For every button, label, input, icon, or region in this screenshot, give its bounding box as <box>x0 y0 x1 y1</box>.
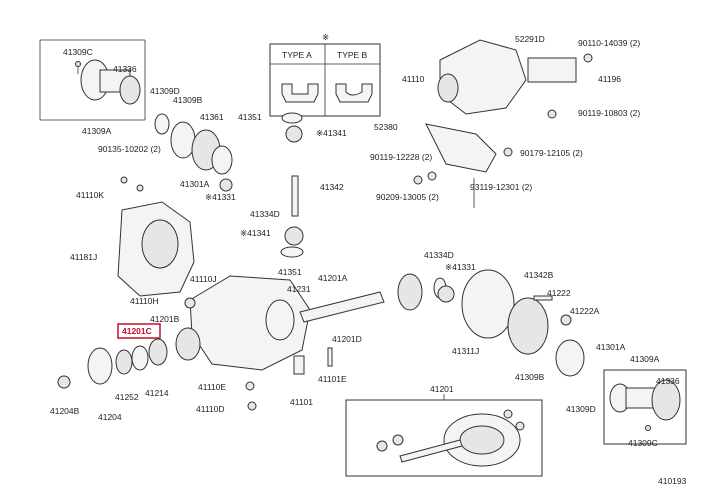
label-41342: 41342 <box>320 182 344 192</box>
label-41110j: 41110J <box>190 274 217 284</box>
label-41204: 41204 <box>98 412 122 422</box>
label-41342b: 41342B <box>524 270 554 280</box>
differential-carrier-cover <box>117 201 195 297</box>
type-b-label: TYPE B <box>337 50 368 60</box>
label-41204b: 41204B <box>50 406 80 416</box>
differential-case-right <box>437 269 585 377</box>
label-41201a: 41201A <box>318 273 348 283</box>
label-41361: 41361 <box>200 112 224 122</box>
label-41309c-top: 41309C <box>63 47 93 57</box>
label-41336-top: 41336 <box>113 64 137 74</box>
label-41201: 41201 <box>430 384 454 394</box>
label-41110h: 41110H <box>130 296 159 306</box>
label-41331-r: ※41331 <box>445 262 476 272</box>
axle-flange-bottom-right <box>603 369 687 445</box>
figure-number: 410193 <box>658 476 687 486</box>
label-41196: 41196 <box>598 74 621 84</box>
label-41309b-r: 41309B <box>515 372 545 382</box>
label-41110: 41110 <box>402 74 425 84</box>
label-41336-r: 41336 <box>656 376 680 386</box>
label-41311j: 41311J <box>452 346 479 356</box>
label-41309d-r: 41309D <box>566 404 596 414</box>
label-41341-mid: ※41341 <box>240 228 271 238</box>
label-41222a: 41222A <box>570 306 600 316</box>
label-41110e: 41110E <box>198 382 226 392</box>
label-41309d-top: 41309D <box>150 86 180 96</box>
label-41309a-top: 41309A <box>82 126 112 136</box>
label-41301a-top: 41301A <box>180 179 210 189</box>
side-bearing-stack-top <box>154 113 233 192</box>
label-41341-top: ※41341 <box>316 128 347 138</box>
label-90209: 90209-13005 (2) <box>376 192 439 202</box>
label-41334d-r: 41334D <box>424 250 454 260</box>
label-41181j: 41181J <box>70 252 97 262</box>
pinion-flange-stack <box>57 338 168 389</box>
label-41334d-mid: 41334D <box>250 209 280 219</box>
carrier-mount-assembly <box>425 39 577 173</box>
label-90135: 90135-10202 (2) <box>98 144 161 154</box>
label-41231: 41231 <box>287 284 311 294</box>
label-52380: 52380 <box>374 122 398 132</box>
label-90119-a: 90119-10803 (2) <box>578 108 640 118</box>
label-41101: 41101 <box>290 397 313 407</box>
label-41309a-r: 41309A <box>630 354 660 364</box>
label-41201d: 41201D <box>332 334 362 344</box>
label-41214: 41214 <box>145 388 169 398</box>
reference-mark: ※ <box>322 32 329 42</box>
label-52291d: 52291D <box>515 34 545 44</box>
label-90119-b: 90119-12228 (2) <box>370 152 432 162</box>
label-41351-top: 41351 <box>238 112 262 122</box>
ring-pinion-gear-set <box>345 399 543 477</box>
label-41201b: 41201B <box>150 314 180 324</box>
label-90110: 90110-14039 (2) <box>578 38 640 48</box>
label-41201c[interactable]: 41201C <box>122 326 152 336</box>
label-41110d: 41110D <box>196 404 225 414</box>
highlight-box-41201c <box>117 323 161 339</box>
label-41301a-r: 41301A <box>596 342 626 352</box>
label-41309b-top: 41309B <box>173 95 203 105</box>
label-41252: 41252 <box>115 392 139 402</box>
label-41110k: 41110K <box>76 190 104 200</box>
pinion-carrier-housing <box>175 275 311 371</box>
label-41222: 41222 <box>547 288 571 298</box>
type-variant-box: TYPE A TYPE B <box>269 43 381 117</box>
type-a-label: TYPE A <box>282 50 312 60</box>
axle-flange-top-left <box>39 39 146 121</box>
label-41351-mid: 41351 <box>278 267 302 277</box>
label-41309c-r: 41309C <box>628 438 658 448</box>
label-93119: 93119-12301 (2) <box>470 182 532 192</box>
label-90179: 90179-12105 (2) <box>520 148 583 158</box>
label-41331-top: ※41331 <box>205 192 236 202</box>
label-41101e: 41101E <box>318 374 347 384</box>
